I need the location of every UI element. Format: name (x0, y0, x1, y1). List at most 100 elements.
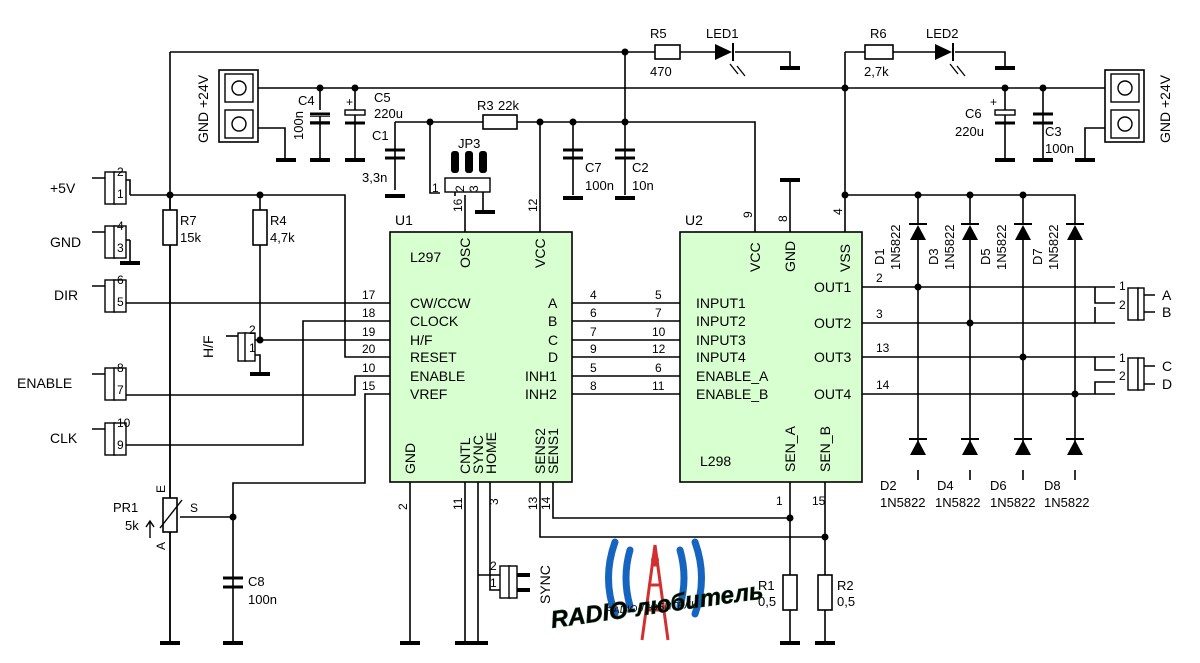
diode-d1 (909, 223, 927, 240)
u1-name: L297 (410, 249, 441, 265)
u1-pin-num: 13 (526, 496, 540, 510)
hf-pin: 1 (249, 341, 256, 355)
led2: LED2 (926, 26, 966, 77)
r6-value: 2,7k (864, 64, 889, 79)
pr1-e-label: E (154, 485, 168, 493)
u2-pin-num: 8 (776, 215, 790, 222)
d8-ref: D8 (1044, 478, 1061, 493)
u2-pin-num: 9 (741, 211, 755, 218)
u1-pin-num: 5 (590, 361, 597, 375)
header-enable: ENABLE 8 7 (17, 361, 130, 401)
dir-pin: 6 (117, 273, 124, 287)
u2-pin-label: OUT1 (814, 279, 852, 295)
u1-pin-num: 15 (362, 379, 376, 393)
c2-value: 10n (632, 178, 654, 193)
capacitor-c7 (563, 148, 583, 160)
u2-pin-num: 11 (652, 379, 665, 393)
u2-ref: U2 (685, 212, 703, 228)
u1-pin-num: 19 (362, 325, 376, 339)
dir-pin: 5 (117, 295, 124, 309)
jp3-pin-2: 2 (453, 185, 467, 192)
u2-pin-label: INPUT3 (696, 332, 746, 348)
resistor-r4 (252, 209, 268, 246)
power-connector-right: +24V GND (1104, 69, 1173, 143)
header-clk: CLK 10 9 (50, 416, 131, 456)
clk-pin: 10 (117, 416, 131, 430)
gnd-label: GND (50, 234, 81, 250)
u1-pin-num: 20 (362, 342, 376, 356)
c1-ref: C1 (372, 128, 389, 143)
diode-d4 (961, 438, 979, 455)
c3-ref: C3 (1045, 124, 1062, 139)
u1-pin-label: ENABLE (410, 368, 465, 384)
led2-ref: LED2 (926, 26, 959, 41)
u1-pin-num: 8 (590, 379, 597, 393)
diode-d2 (909, 438, 927, 455)
motor2-pin: 2 (1119, 369, 1126, 383)
c2-ref: C2 (632, 160, 649, 175)
resistor-r2 (817, 574, 833, 611)
u2-pin-num: 5 (655, 288, 662, 302)
left-gnd-label: GND (195, 112, 211, 143)
capacitors: C4 100n + C5 220u C1 3,3n C7 100n C2 10n (223, 90, 1074, 607)
hf-label: H/F (200, 335, 216, 358)
r4-value: 4,7k (270, 230, 295, 245)
pr1-value: 5k (125, 518, 139, 533)
r2-value: 0,5 (837, 594, 855, 609)
u2-pin-label: ENABLE_A (696, 368, 769, 384)
u1-pin-label: CW/CCW (410, 295, 471, 311)
c4-ref: C4 (298, 93, 315, 108)
r6-ref: R6 (870, 26, 887, 41)
diode-d7 (1066, 223, 1084, 240)
pr1-ref: PR1 (113, 500, 138, 515)
u1-pin-label: RESET (410, 349, 457, 365)
r3-ref: R3 (477, 98, 494, 113)
motor1-label: A (1162, 287, 1172, 303)
d5-part: 1N5822 (994, 224, 1009, 270)
u1-pin-label: INH2 (525, 386, 557, 402)
d1-ref: D1 (872, 248, 887, 265)
u2-pin-num: 15 (812, 494, 826, 508)
u1-pin-num: 11 (451, 497, 465, 510)
jumper-jp3: JP3 1 2 3 (432, 136, 491, 212)
u1-pin-label: VREF (410, 386, 447, 402)
capacitor-c3 (1033, 112, 1053, 125)
d2-part: 1N5822 (880, 495, 926, 510)
u1-pin-num: 18 (362, 306, 376, 320)
led1: LED1 (706, 26, 746, 77)
u1-pin-num: 14 (539, 496, 553, 510)
diodes: D1 1N5822 D3 1N5822 D5 1N5822 D7 1N5822 … (872, 223, 1090, 510)
u1-pin-num: 9 (590, 342, 597, 356)
chip-u2: U2 L298 INPUT1 INPUT2 INPUT3 INPUT4 ENAB… (652, 208, 890, 508)
resistor-r7 (162, 209, 178, 246)
u1-pin-label: C (548, 332, 558, 348)
motor1-pin: 2 (1119, 298, 1126, 312)
u1-pin-label: A (548, 295, 558, 311)
d3-part: 1N5822 (942, 224, 957, 270)
u2-pin-label: VCC (747, 242, 763, 272)
left-24v-label: +24V (195, 74, 211, 108)
motor2-label: C (1162, 358, 1172, 374)
pr1-a-label: A (154, 542, 168, 550)
header-plus5v: +5V 2 1 (50, 165, 131, 205)
jp3-pin-3: 3 (467, 185, 481, 192)
resistor-r3 (482, 114, 518, 130)
motor1-label: B (1162, 304, 1171, 320)
c1-value: 3,3n (362, 170, 387, 185)
u1-pin-label: B (548, 313, 557, 329)
svg-text:+: + (990, 95, 997, 109)
d6-part: 1N5822 (990, 495, 1036, 510)
plus5v-pin: 2 (117, 165, 124, 179)
d2-ref: D2 (880, 478, 897, 493)
d6-ref: D6 (990, 478, 1007, 493)
u1-pin-label: SENS2 (532, 428, 548, 474)
sync-pin: 1 (490, 576, 497, 590)
chip-u1: U1 L297 CW/CCW CLOCK H/F RESET ENABLE VR… (362, 198, 597, 510)
c6-ref: C6 (965, 106, 982, 121)
clk-pin: 9 (117, 438, 124, 452)
enable-pin: 7 (117, 383, 124, 397)
u1-pin-label: CNTL (457, 437, 473, 474)
header-dir: DIR 6 5 (54, 273, 130, 313)
svg-text:+: + (346, 95, 353, 109)
